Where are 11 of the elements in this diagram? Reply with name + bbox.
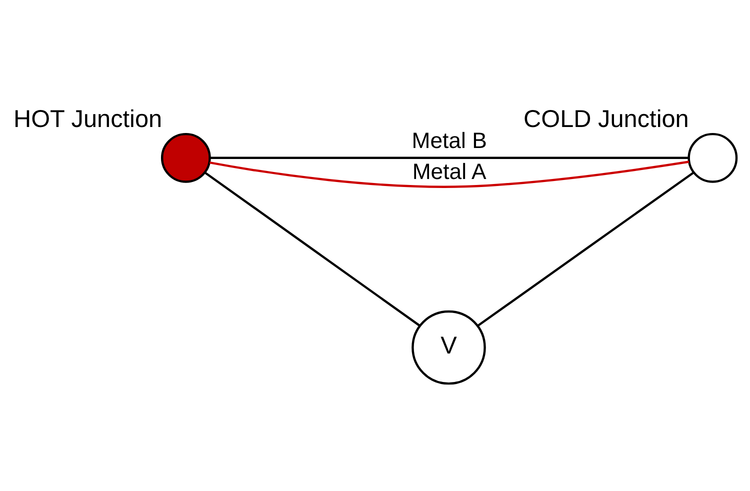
node-label: COLD Junction xyxy=(524,106,689,133)
connector xyxy=(209,160,690,188)
edge-label: Metal B xyxy=(412,128,487,153)
node-circle xyxy=(688,132,738,183)
node-circle xyxy=(160,132,211,183)
edge-label: Metal A xyxy=(412,158,486,184)
node-label: HOT Junction xyxy=(13,106,162,133)
connector xyxy=(210,156,689,159)
node-circle: V xyxy=(412,310,486,385)
connector xyxy=(477,172,694,327)
connector xyxy=(204,172,420,326)
